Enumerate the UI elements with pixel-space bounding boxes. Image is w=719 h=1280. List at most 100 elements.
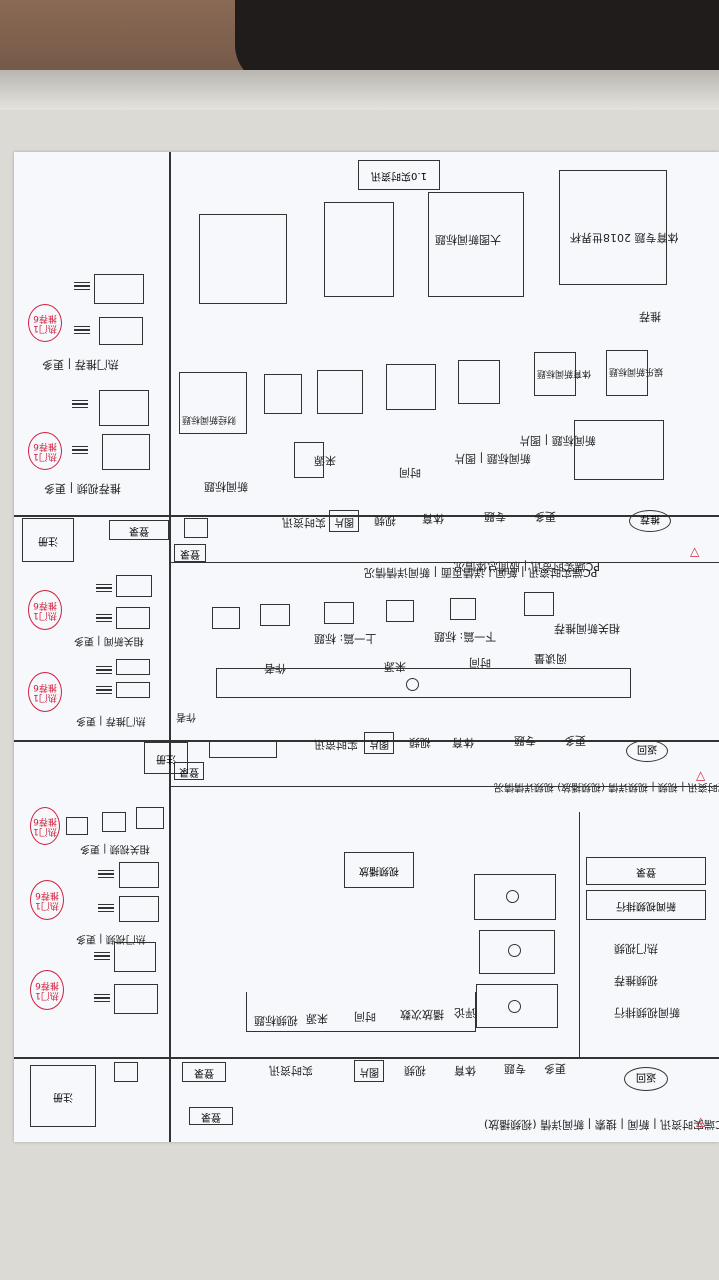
section3-right-label-3: 新闻视频排行 (614, 1006, 680, 1019)
sidebar2-thumb-2[interactable] (116, 607, 150, 629)
section2-tab-2[interactable]: 视频 (409, 736, 431, 749)
section1-tab-5[interactable]: 更多 (534, 510, 556, 523)
section4-breadcrumb: PC端实时资讯 | 新闻 | 搜索 | 新闻详情 (视频播放) (484, 1118, 719, 1131)
section3-video-card-2[interactable] (479, 930, 555, 974)
section4-tab-4[interactable]: 专题 (504, 1062, 526, 1075)
sidebar2-thumb-3[interactable] (116, 659, 150, 675)
big-card-1[interactable] (199, 214, 287, 304)
section2-nav-1[interactable]: 上一篇: 标题 (314, 632, 377, 645)
sidebar3-list-title-2: 热门视频 | 更多 (76, 933, 146, 944)
section1-tab-4[interactable]: 专题 (484, 510, 506, 523)
mid-card-4[interactable] (386, 364, 436, 410)
big-card-3-label: 大图新闻标题 (435, 233, 501, 246)
mid-card-5[interactable] (458, 360, 500, 404)
section2-content-knob[interactable] (406, 678, 419, 691)
section2-breadcrumb: PC端实时资讯 | 新闻 | 详情页面 | 新闻详情情况 (364, 566, 598, 579)
section4-tab-3[interactable]: 体育 (454, 1064, 476, 1077)
section3-meta-3: 时间 (354, 1010, 376, 1023)
section2-meta-3: 时间 (469, 656, 491, 669)
section2-footer-tag: 作者 (176, 711, 196, 722)
section2-thumb-4[interactable] (386, 600, 414, 622)
section3-play-1[interactable] (506, 890, 519, 903)
list-thumb-1[interactable] (294, 442, 324, 478)
mid-card-6-label: 体育新闻标题 (537, 368, 592, 378)
sidebar1-thumb-2[interactable] (99, 317, 143, 345)
mid-card-6[interactable]: 体育新闻标题 (534, 352, 591, 396)
mid-card-3[interactable] (317, 370, 363, 414)
sidebar2-lines-1 (96, 582, 112, 594)
section4-widget[interactable]: 注册 (30, 1065, 96, 1127)
section-divider-2 (14, 740, 719, 742)
section2-thumb-5[interactable] (450, 598, 476, 620)
sidebar3-thumb-2[interactable] (102, 812, 126, 832)
section4-back-pill[interactable]: 返回 (624, 1067, 668, 1091)
section2-tab-1[interactable]: 实时资讯 (314, 738, 358, 751)
section2-widget[interactable]: 注册 (22, 518, 74, 562)
sidebar3-thumb-7[interactable] (114, 984, 158, 1014)
sidebar2-lines-2 (96, 612, 112, 624)
sidebar3-list-title-1: 相关视频 | 更多 (80, 843, 150, 854)
section2-thumb-2[interactable] (260, 604, 290, 626)
sidebar3-thumb-4[interactable] (119, 862, 159, 888)
list-label-2: 来源 (314, 454, 336, 467)
section3-user-box[interactable]: 登录 (174, 762, 204, 780)
section3-search-box[interactable] (209, 740, 277, 758)
section3-header-line (169, 786, 719, 788)
section3-right-label-1: 热门视频 (614, 942, 658, 955)
sidebar2-circle-2: 热门1 推荐6 (28, 672, 62, 712)
section2-logo-box[interactable] (184, 518, 208, 538)
section2-tab-5[interactable]: 更多 (564, 734, 586, 747)
section2-thumb-1[interactable] (212, 607, 240, 629)
section2-search-box[interactable]: 登录 (109, 520, 169, 540)
sidebar3-circle-3: 热门1 推荐6 (30, 970, 64, 1010)
section2-back-pill[interactable]: 返回 (626, 740, 668, 762)
section4-tab-5[interactable]: 更多 (544, 1062, 566, 1075)
mid-card-1[interactable]: 财经新闻标题 (179, 372, 247, 434)
sidebar1-thumb-4[interactable] (102, 434, 150, 470)
section4-tab-active[interactable]: 图片 (354, 1060, 384, 1082)
section3-play-3[interactable] (508, 1000, 521, 1013)
section3-play-2[interactable] (508, 944, 521, 957)
mid-card-7[interactable]: 娱乐新闻标题 (606, 350, 663, 396)
section2-nav-3[interactable]: 相关新闻推荐 (554, 622, 620, 635)
section2-user-box[interactable]: 登录 (174, 544, 206, 562)
section3-meta-5: 评论 (454, 1006, 476, 1019)
section2-thumb-6[interactable] (524, 592, 554, 616)
section2-meta-4: 阅读量 (534, 652, 567, 665)
section4-search-box[interactable]: 登录 (182, 1062, 226, 1082)
section4-user-box[interactable]: 登录 (189, 1107, 233, 1125)
section1-tab-2[interactable]: 视频 (374, 514, 396, 527)
sidebar3-thumb-3[interactable] (136, 807, 164, 829)
section3-video-card-1[interactable] (474, 874, 556, 920)
section2-tab-active[interactable]: 图片 (364, 732, 394, 754)
sidebar3-thumb-1[interactable] (66, 817, 88, 835)
section1-badge[interactable]: 推荐 (629, 510, 671, 532)
section3-right-box-2[interactable]: 新闻视频排行 (586, 890, 706, 920)
section4-logo-box[interactable] (114, 1062, 138, 1082)
section2-nav-2[interactable]: 下一篇: 标题 (434, 630, 497, 643)
big-card-2[interactable] (324, 202, 394, 297)
section1-tab-3[interactable]: 体育 (422, 512, 444, 525)
sidebar1-thumb-1[interactable] (94, 274, 144, 304)
section2-tab-4[interactable]: 专题 (514, 734, 536, 747)
sidebar2-thumb-4[interactable] (116, 682, 150, 698)
mid-card-2[interactable] (264, 374, 302, 414)
big-card-3[interactable]: 大图新闻标题 (428, 192, 524, 297)
section2-content-bar[interactable] (216, 668, 631, 698)
section3-meta-1: 视频标题 (254, 1014, 298, 1027)
sidebar2-thumb-1[interactable] (116, 575, 152, 597)
section4-tab-1[interactable]: 实时资讯 (269, 1064, 313, 1077)
sidebar3-thumb-5[interactable] (119, 896, 159, 922)
section1-tab-active[interactable]: 图片 (329, 510, 359, 532)
sidebar1-thumb-3[interactable] (99, 390, 149, 426)
section3-video-card-3[interactable] (476, 984, 558, 1028)
section4-tab-2[interactable]: 视频 (404, 1064, 426, 1077)
sidebar3-thumb-6[interactable] (114, 942, 156, 972)
section2-tab-3[interactable]: 体育 (452, 736, 474, 749)
section1-tab-1[interactable]: 实时资讯 (282, 516, 326, 529)
section2-header-line (169, 562, 719, 564)
big-card-4[interactable]: 体育专题 2018世界杯 (559, 170, 679, 285)
section2-thumb-3[interactable] (324, 602, 354, 624)
list-thumb-2[interactable] (574, 420, 664, 480)
section3-right-box-1[interactable]: 登录 (586, 857, 706, 885)
